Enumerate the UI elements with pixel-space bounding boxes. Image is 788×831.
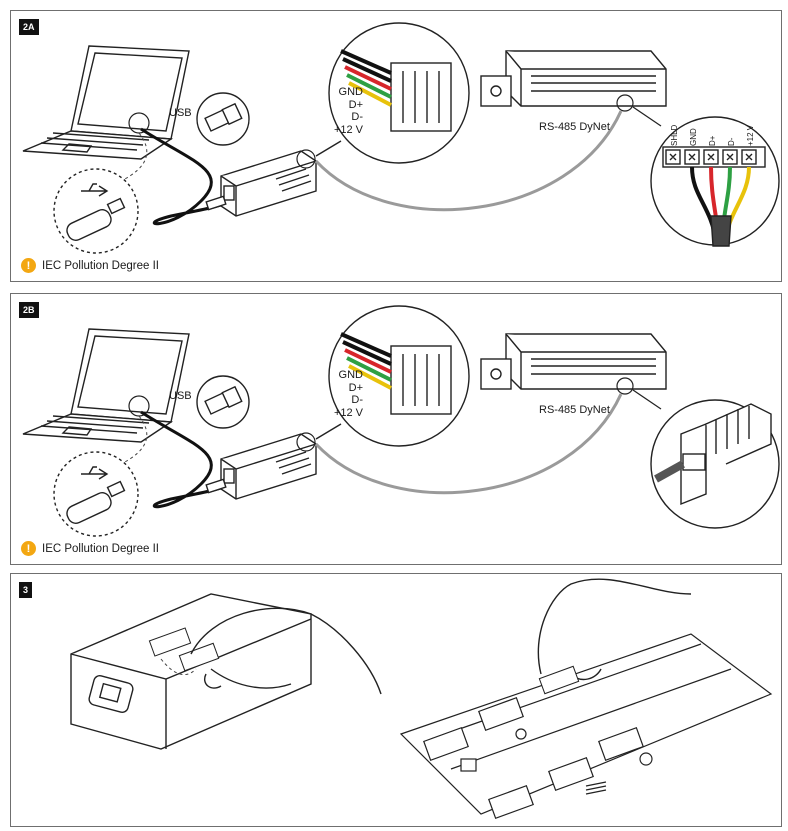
dynet-din-device bbox=[480, 50, 667, 107]
usb-plug-icon bbox=[196, 375, 250, 429]
warning-icon: ! bbox=[21, 258, 36, 273]
rs485-cable bbox=[314, 110, 623, 212]
panel-badge: 2B bbox=[19, 302, 39, 318]
dynet-din-device bbox=[480, 333, 667, 390]
usb-interface-device bbox=[205, 150, 317, 217]
panel-badge: 3 bbox=[19, 582, 33, 598]
panel-badge: 2A bbox=[19, 19, 39, 35]
interface-device-body bbox=[70, 593, 312, 750]
terminal-label-dplus: D+ bbox=[708, 135, 717, 146]
usb-stick-icon bbox=[53, 451, 139, 537]
laptop-icon bbox=[22, 45, 190, 160]
device-label: RS-485 DyNet bbox=[539, 404, 610, 416]
wire-labels: GND D+ D- +12 V bbox=[323, 369, 363, 419]
wire-labels: GND D+ D- +12 V bbox=[323, 86, 363, 136]
usb-cable bbox=[140, 410, 227, 509]
connection-diagram-2b bbox=[22, 305, 780, 537]
rs485-cable bbox=[314, 393, 623, 495]
terminal-label-shld: SHLD bbox=[670, 124, 679, 146]
wire-label-dplus: D+ bbox=[348, 381, 363, 394]
note-text: IEC Pollution Degree II bbox=[42, 542, 159, 555]
terminal-label-dminus: D- bbox=[727, 137, 736, 146]
usb-interface-device bbox=[205, 433, 317, 500]
usb-stick-icon bbox=[53, 168, 139, 254]
note-text: IEC Pollution Degree II bbox=[42, 259, 159, 272]
barcode-sticker bbox=[538, 665, 580, 695]
pollution-note: ! IEC Pollution Degree II bbox=[21, 258, 159, 273]
device-label: RS-485 DyNet bbox=[539, 121, 610, 133]
connector-zoom bbox=[315, 305, 470, 447]
wire-label-dplus: D+ bbox=[348, 98, 363, 111]
panel-2a: 2A bbox=[10, 10, 782, 282]
usb-label: USB bbox=[169, 390, 192, 402]
usb-label: USB bbox=[169, 107, 192, 119]
panel-2b: 2B bbox=[10, 293, 782, 565]
laptop-icon bbox=[22, 328, 190, 443]
warning-icon: ! bbox=[21, 541, 36, 556]
label-sticker-diagram bbox=[70, 578, 773, 820]
usb-plug-icon bbox=[196, 92, 250, 146]
label-sheet bbox=[399, 633, 773, 820]
wire-label-12v: +12 V bbox=[333, 406, 363, 419]
terminal-label-gnd: GND bbox=[689, 128, 698, 146]
wire-label-gnd: GND bbox=[338, 369, 363, 381]
usb-cable bbox=[140, 127, 227, 226]
wire-label-dminus: D- bbox=[351, 394, 363, 406]
terminal-block-zoom bbox=[650, 116, 780, 247]
rj-connector-zoom bbox=[650, 399, 780, 529]
barcode-sticker bbox=[148, 627, 220, 672]
connection-diagram-2a bbox=[22, 22, 780, 254]
hand-icon bbox=[190, 607, 382, 695]
pollution-note: ! IEC Pollution Degree II bbox=[21, 541, 159, 556]
connector-zoom bbox=[315, 22, 470, 164]
terminal-label-12v: +12 V bbox=[746, 124, 755, 146]
wire-label-gnd: GND bbox=[338, 86, 363, 98]
wire-label-12v: +12 V bbox=[333, 123, 363, 136]
wire-label-dminus: D- bbox=[351, 111, 363, 123]
panel-3: 3 bbox=[10, 573, 782, 827]
